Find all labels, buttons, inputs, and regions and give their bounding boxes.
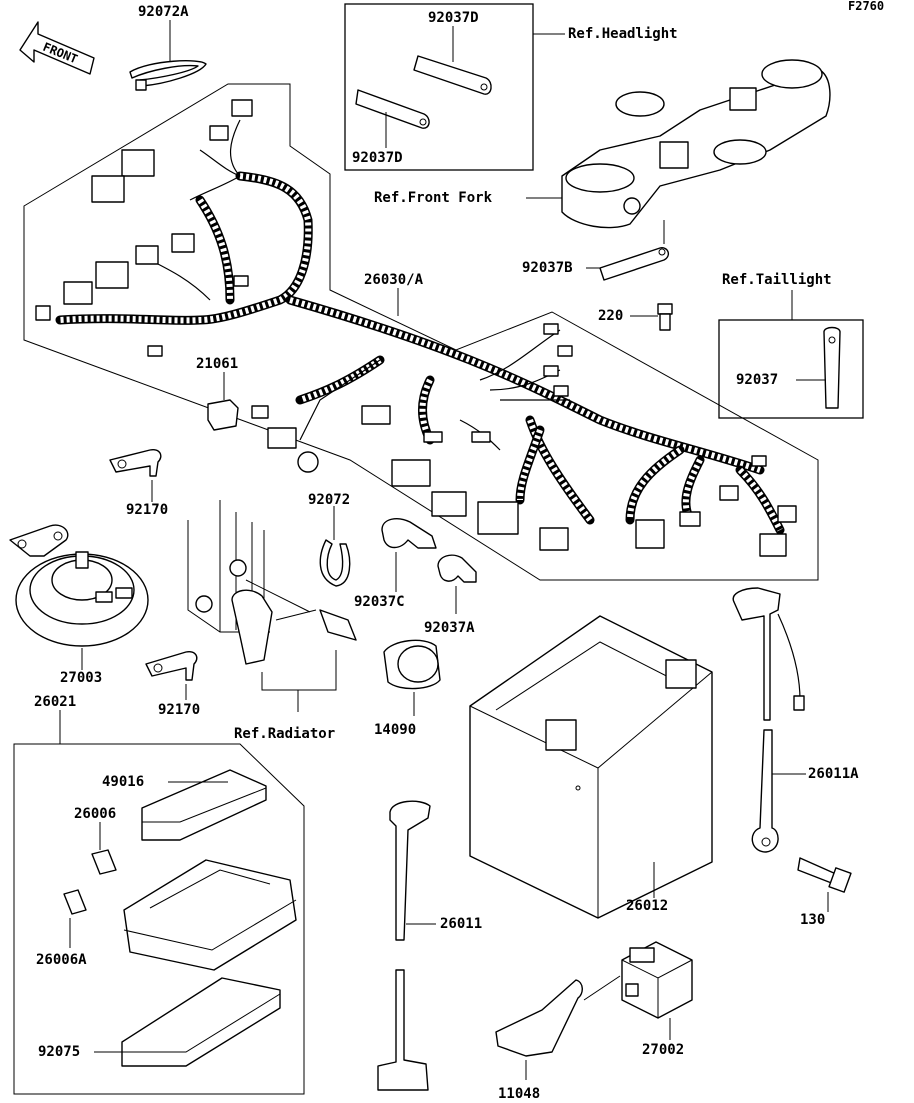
label-14090: 14090	[374, 722, 416, 738]
fuse-box-26021-icon	[123, 859, 297, 971]
ref-radiator-label: Ref.Radiator	[234, 726, 335, 742]
horn-27003-icon	[9, 524, 149, 647]
label-26021: 26021	[34, 694, 76, 710]
label-130: 130	[800, 912, 825, 928]
bracket-92037d-top-icon	[413, 55, 492, 95]
label-92170-top: 92170	[126, 502, 168, 518]
front-arrow-icon: FRONT	[19, 21, 95, 75]
ref-front-fork-label: Ref.Front Fork	[374, 190, 493, 206]
label-11048: 11048	[498, 1086, 540, 1102]
fuse-26006-icon	[91, 849, 117, 875]
strap-92072-icon	[319, 539, 351, 587]
label-92037: 92037	[736, 372, 778, 388]
label-92170-bottom: 92170	[158, 702, 200, 718]
label-26030a: 26030/A	[364, 272, 424, 288]
label-92072a: 92072A	[138, 4, 189, 20]
label-92037c: 92037C	[354, 594, 405, 610]
label-21061: 21061	[196, 356, 238, 372]
label-49016: 49016	[102, 774, 144, 790]
clamp-92037c-icon	[381, 518, 437, 549]
strap-92072a-icon	[129, 60, 207, 91]
label-26006a: 26006A	[36, 952, 87, 968]
label-26006: 26006	[74, 806, 116, 822]
battery-lead-26011a-icon	[732, 587, 805, 853]
radiator-hose-icon	[231, 589, 273, 665]
taillight-ref-box	[718, 319, 864, 419]
fuse-26006a-icon	[63, 889, 87, 915]
bolt-220-icon	[657, 303, 673, 331]
label-92037b: 92037B	[522, 260, 573, 276]
switch-sensor-icon	[319, 609, 357, 641]
upper-triple-clamp-icon	[561, 59, 831, 229]
fuse-box-lower-cover-92075-icon	[121, 977, 281, 1067]
battery-26012-icon	[469, 615, 713, 919]
headlight-ref-box	[344, 3, 534, 171]
label-92072: 92072	[308, 492, 350, 508]
label-26011a: 26011A	[808, 766, 859, 782]
bracket-92037-icon	[823, 326, 841, 409]
ref-taillight-label: Ref.Taillight	[722, 272, 832, 288]
label-92075: 92075	[38, 1044, 80, 1060]
label-26012: 26012	[626, 898, 668, 914]
main-harness-outline	[23, 83, 819, 581]
battery-lead-26011-icon	[377, 800, 431, 1091]
label-27003: 27003	[60, 670, 102, 686]
clamp-92170-top-icon	[109, 448, 162, 477]
label-92037d-top: 92037D	[428, 10, 479, 26]
label-220: 220	[598, 308, 623, 324]
fuse-box-cover-49016-icon	[141, 769, 267, 841]
ref-headlight-label: Ref.Headlight	[568, 26, 678, 42]
label-26011: 26011	[440, 916, 482, 932]
fuse-box-assembly-outline	[13, 743, 305, 1095]
clamp-92037a-icon	[437, 554, 477, 583]
bracket-11048-icon	[495, 979, 583, 1057]
bracket-92037b-icon	[599, 247, 670, 281]
label-27002: 27002	[642, 1042, 684, 1058]
bracket-92037d-bottom-icon	[355, 89, 430, 129]
relay-21061-icon	[207, 399, 239, 431]
bolt-130-icon	[797, 857, 852, 893]
label-92037a: 92037A	[424, 620, 475, 636]
cap-14090-icon	[383, 639, 441, 690]
clamp-92170-bottom-icon	[145, 650, 198, 681]
diagram-code: F2760	[848, 0, 884, 13]
label-92037d-bottom: 92037D	[352, 150, 403, 166]
relay-27002-icon	[621, 941, 693, 1019]
main-wiring-harness-icon	[35, 99, 797, 557]
